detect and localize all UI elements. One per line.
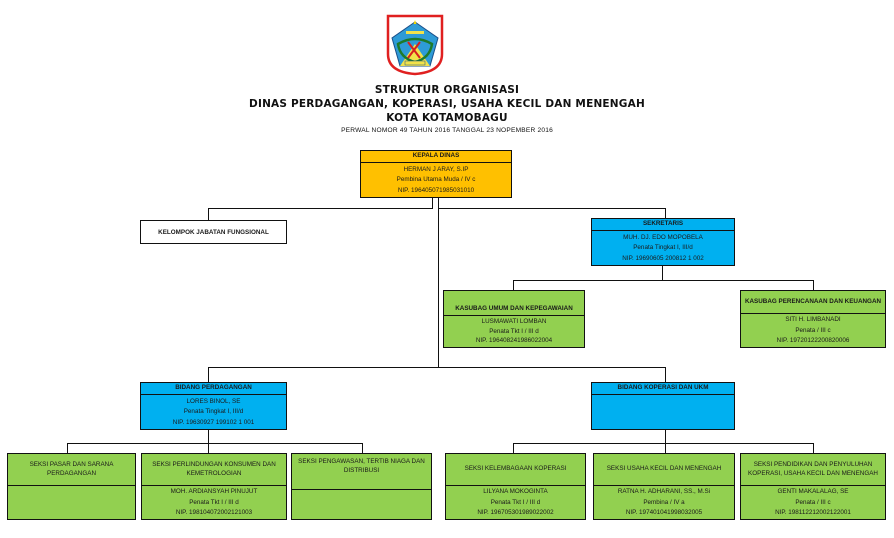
official-name: SITI H. LIMBANADI <box>785 316 841 324</box>
official-nip: NIP. 19720122200820006 <box>776 337 850 345</box>
sekretaris-box: SEKRETARIS MUH. DJ. EDO MOPOBELA Penata … <box>591 218 735 266</box>
position-title: SEKSI PERLINDUNGAN KONSUMEN DAN KEMETROL… <box>142 454 286 486</box>
kotamobagu-logo-icon <box>386 14 444 76</box>
connector-line <box>208 208 209 220</box>
bidang-perdagangan-box: BIDANG PERDAGANGAN LORES BINOL, SE Penat… <box>140 382 287 430</box>
official-rank: Pembina / IV a <box>643 498 685 506</box>
official-nip: NIP. 197401041998032005 <box>625 509 703 517</box>
connector-line <box>208 443 209 453</box>
official-name: MOH. ARDIANSYAH PINUJUT <box>170 488 258 496</box>
connector-line <box>513 280 813 281</box>
connector-line <box>513 280 514 290</box>
official-rank: Pembina Utama Muda / IV c <box>396 176 476 184</box>
official-nip: NIP. 19690605 200812 1 002 <box>622 254 704 262</box>
official-name: HERMAN J ARAY, S.IP <box>403 165 469 173</box>
connector-line <box>665 208 666 218</box>
official-rank: Penata Tingkat I, III/d <box>183 408 244 416</box>
official-rank: Penata / III c <box>795 498 831 506</box>
kasubag-perencanaan-keuangan-box: KASUBAG PERENCANAAN DAN KEUANGAN SITI H.… <box>740 290 886 348</box>
official-name: LUSMAWATI LOMBAN <box>481 318 547 326</box>
bidang-koperasi-ukm-box: BIDANG KOPERASI DAN UKM <box>591 382 735 430</box>
position-title: BIDANG KOPERASI DAN UKM <box>592 383 734 395</box>
official-rank: Penata Tingkat I, III/d <box>633 244 693 252</box>
connector-line <box>513 443 514 453</box>
seksi-pasar-sarana-box: SEKSI PASAR DAN SARANA PERDAGANGAN <box>7 453 136 520</box>
connector-line <box>438 208 665 209</box>
seksi-pendidikan-penyuluhan-box: SEKSI PENDIDIKAN DAN PENYULUHAN KOPERASI… <box>740 453 886 520</box>
connector-line <box>665 430 666 443</box>
connector-line <box>662 266 663 280</box>
position-title: KASUBAG UMUM DAN KEPEGAWAIAN <box>444 291 584 316</box>
connector-line <box>665 443 666 453</box>
seksi-usaha-kecil-menengah-box: SEKSI USAHA KECIL DAN MENENGAH RATNA H. … <box>593 453 735 520</box>
seksi-kelembagaan-koperasi-box: SEKSI KELEMBAGAAN KOPERASI LILYANA MOKOG… <box>445 453 586 520</box>
position-title: SEKSI PENDIDIKAN DAN PENYULUHAN KOPERASI… <box>741 454 885 486</box>
chart-title: STRUKTUR ORGANISASI <box>374 84 520 96</box>
position-title: KASUBAG PERENCANAAN DAN KEUANGAN <box>741 291 885 314</box>
connector-line <box>813 280 814 290</box>
official-rank: Penata Tkt I / III d <box>189 498 239 506</box>
position-title: SEKSI USAHA KECIL DAN MENENGAH <box>594 454 734 486</box>
official-rank: Penata / III c <box>795 326 831 334</box>
connector-line <box>208 430 209 443</box>
connector-line <box>665 367 666 382</box>
connector-line <box>67 443 362 444</box>
kasubag-umum-kepegawaian-box: KASUBAG UMUM DAN KEPEGAWAIAN LUSMAWATI L… <box>443 290 585 348</box>
position-title: KELOMPOK JABATAN FUNGSIONAL <box>158 228 269 236</box>
connector-line <box>208 367 665 368</box>
connector-line <box>67 443 68 453</box>
official-nip: NIP. 198112212002122001 <box>775 509 851 517</box>
position-title: BIDANG PERDAGANGAN <box>141 383 286 395</box>
official-nip: NIP. 196408241986022004 <box>475 337 553 345</box>
office-name: DINAS PERDAGANGAN, KOPERASI, USAHA KECIL… <box>249 98 645 110</box>
position-title: SEKSI PENGAWASAN, TERTIB NIAGA DAN DISTR… <box>292 454 431 490</box>
connector-line <box>813 443 814 453</box>
official-nip: NIP. 196405071985031010 <box>397 186 475 194</box>
kelompok-jabatan-fungsional-box: KELOMPOK JABATAN FUNGSIONAL <box>140 220 287 244</box>
position-title: SEKRETARIS <box>592 219 734 231</box>
official-rank: Penata Tkt I / III d <box>489 327 539 335</box>
regulation-subtitle: PERWAL NOMOR 49 TAHUN 2016 TANGGAL 23 NO… <box>341 127 553 134</box>
connector-line <box>362 443 363 453</box>
seksi-perlindungan-konsumen-box: SEKSI PERLINDUNGAN KONSUMEN DAN KEMETROL… <box>141 453 287 520</box>
connector-line <box>208 367 209 382</box>
position-title: KEPALA DINAS <box>361 151 511 163</box>
official-name: RATNA H. ADHARANI, SS., M.Si <box>617 488 711 496</box>
official-rank: Penata Tkt I / III d <box>490 498 541 506</box>
connector-line <box>513 443 813 444</box>
official-nip: NIP. 196705301989022002 <box>477 509 554 517</box>
city-name: KOTA KOTAMOBAGU <box>386 112 508 124</box>
official-name: LILYANA MOKOGINTA <box>483 488 548 496</box>
kepala-dinas-box: KEPALA DINAS HERMAN J ARAY, S.IP Pembina… <box>360 150 512 198</box>
official-name: LORES BINOL, SE <box>186 397 241 405</box>
official-name: MUH. DJ. EDO MOPOBELA <box>623 233 703 241</box>
connector-line <box>438 197 439 367</box>
position-title: SEKSI KELEMBAGAAN KOPERASI <box>446 454 585 486</box>
official-name: GENTI MAKALALAG, SE <box>777 488 849 496</box>
connector-line <box>432 197 433 209</box>
seksi-pengawasan-box: SEKSI PENGAWASAN, TERTIB NIAGA DAN DISTR… <box>291 453 432 520</box>
position-title: SEKSI PASAR DAN SARANA PERDAGANGAN <box>8 454 135 486</box>
official-nip: NIP. 198104072002121003 <box>175 509 253 517</box>
official-nip: NIP. 19630927 199102 1 001 <box>172 418 255 426</box>
connector-line <box>208 208 433 209</box>
